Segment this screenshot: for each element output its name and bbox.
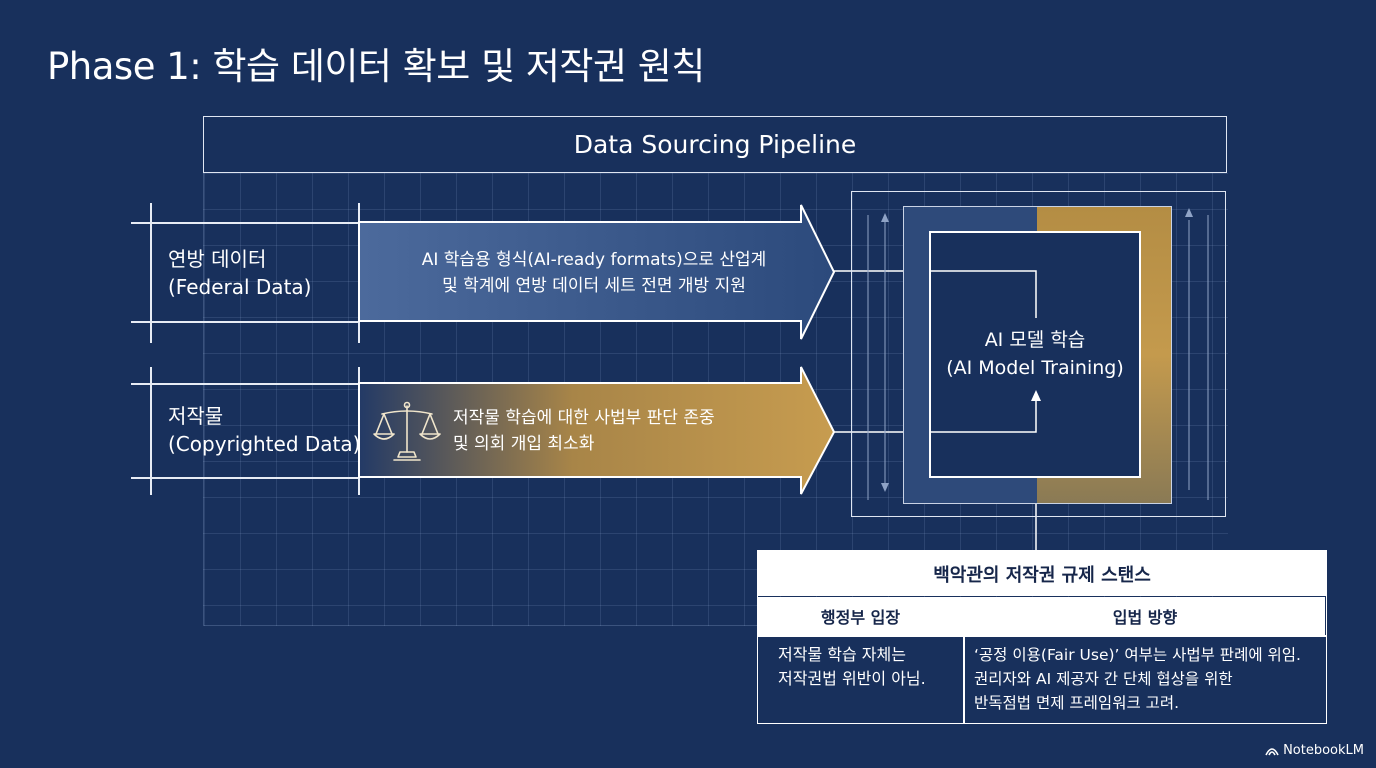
stance-table-title: 백악관의 저작권 규제 스탠스 xyxy=(758,551,1326,596)
federal-arrow-text-line1: AI 학습용 형식(AI-ready formats)으로 산업계 xyxy=(421,250,767,270)
copyrighted-data-label-en: (Copyrighted Data) xyxy=(168,432,361,456)
model-training-label-en: (AI Model Training) xyxy=(946,357,1124,379)
copyright-arrow-text-line2: 및 의회 개입 최소화 xyxy=(453,434,595,454)
stance-table-divider xyxy=(963,597,965,723)
stance-table-col2-cell: ‘공정 이용(Fair Use)’ 여부는 사법부 판례에 위임. 권리자와 A… xyxy=(974,643,1301,715)
federal-data-label: 연방 데이터 (Federal Data) xyxy=(168,245,311,301)
federal-data-arrow xyxy=(358,204,836,340)
model-bottom-arrowhead xyxy=(1031,390,1041,401)
federal-data-label-ko: 연방 데이터 xyxy=(168,247,267,271)
scales-icon xyxy=(373,401,441,461)
stance-table-col2-header: 입법 방향 xyxy=(965,597,1325,635)
stance-table: 백악관의 저작권 규제 스탠스 행정부 입장 입법 방향 저작물 학습 자체는 … xyxy=(757,550,1327,724)
copyright-arrow-text-line1: 저작물 학습에 대한 사법부 판단 존중 xyxy=(453,408,715,428)
model-training-label: AI 모델 학습 (AI Model Training) xyxy=(929,326,1141,382)
copyrighted-data-label: 저작물 (Copyrighted Data) xyxy=(168,402,360,458)
pipeline-header-label: Data Sourcing Pipeline xyxy=(573,130,857,159)
federal-row-left-tick xyxy=(150,203,152,343)
left-flow-up-arrowhead xyxy=(881,213,889,222)
col1-line2: 저작권법 위반이 아님. xyxy=(778,669,926,688)
col2-line1: ‘공정 이용(Fair Use)’ 여부는 사법부 판례에 위임. xyxy=(974,646,1301,664)
pipeline-header: Data Sourcing Pipeline xyxy=(203,116,1227,173)
stance-table-col1-header: 행정부 입장 xyxy=(758,597,963,635)
copyright-arrow-text: 저작물 학습에 대한 사법부 판단 존중 및 의회 개입 최소화 xyxy=(453,405,715,457)
copyright-row-bottom-line xyxy=(131,477,359,479)
page-title: Phase 1: 학습 데이터 확보 및 저작권 원칙 xyxy=(47,45,705,88)
model-training-label-ko: AI 모델 학습 xyxy=(984,329,1086,351)
copyright-row-top-line xyxy=(131,383,359,385)
left-flow-down-arrowhead xyxy=(881,483,889,492)
col2-line2: 권리자와 AI 제공자 간 단체 협상을 위한 xyxy=(974,670,1233,688)
federal-row-bottom-line xyxy=(131,321,359,323)
model-inner-frame xyxy=(929,231,1141,478)
federal-row-top-line xyxy=(131,222,359,224)
col1-line1: 저작물 학습 자체는 xyxy=(778,645,906,664)
col2-line3: 반독점법 면제 프레임워크 고려. xyxy=(974,694,1180,712)
model-bottom-connector xyxy=(931,400,1037,433)
copyright-row-left-tick xyxy=(150,367,152,495)
right-flow-up-arrowhead xyxy=(1185,208,1193,217)
copyrighted-data-arrow xyxy=(358,366,836,495)
notebooklm-label: NotebookLM xyxy=(1283,743,1364,758)
federal-arrow-text: AI 학습용 형식(AI-ready formats)으로 산업계 및 학계에 … xyxy=(384,247,804,299)
copyrighted-data-label-ko: 저작물 xyxy=(168,404,224,428)
notebooklm-icon xyxy=(1265,748,1279,756)
model-outer-frame xyxy=(851,191,1226,517)
federal-data-label-en: (Federal Data) xyxy=(168,275,312,299)
federal-arrow-text-line2: 및 학계에 연방 데이터 세트 전면 개방 지원 xyxy=(442,276,746,296)
stance-table-col1-cell: 저작물 학습 자체는 저작권법 위반이 아님. xyxy=(778,643,926,691)
model-top-connector xyxy=(931,270,1037,318)
notebooklm-logo: NotebookLM xyxy=(1265,743,1364,758)
stance-table-row-line xyxy=(758,635,1326,637)
